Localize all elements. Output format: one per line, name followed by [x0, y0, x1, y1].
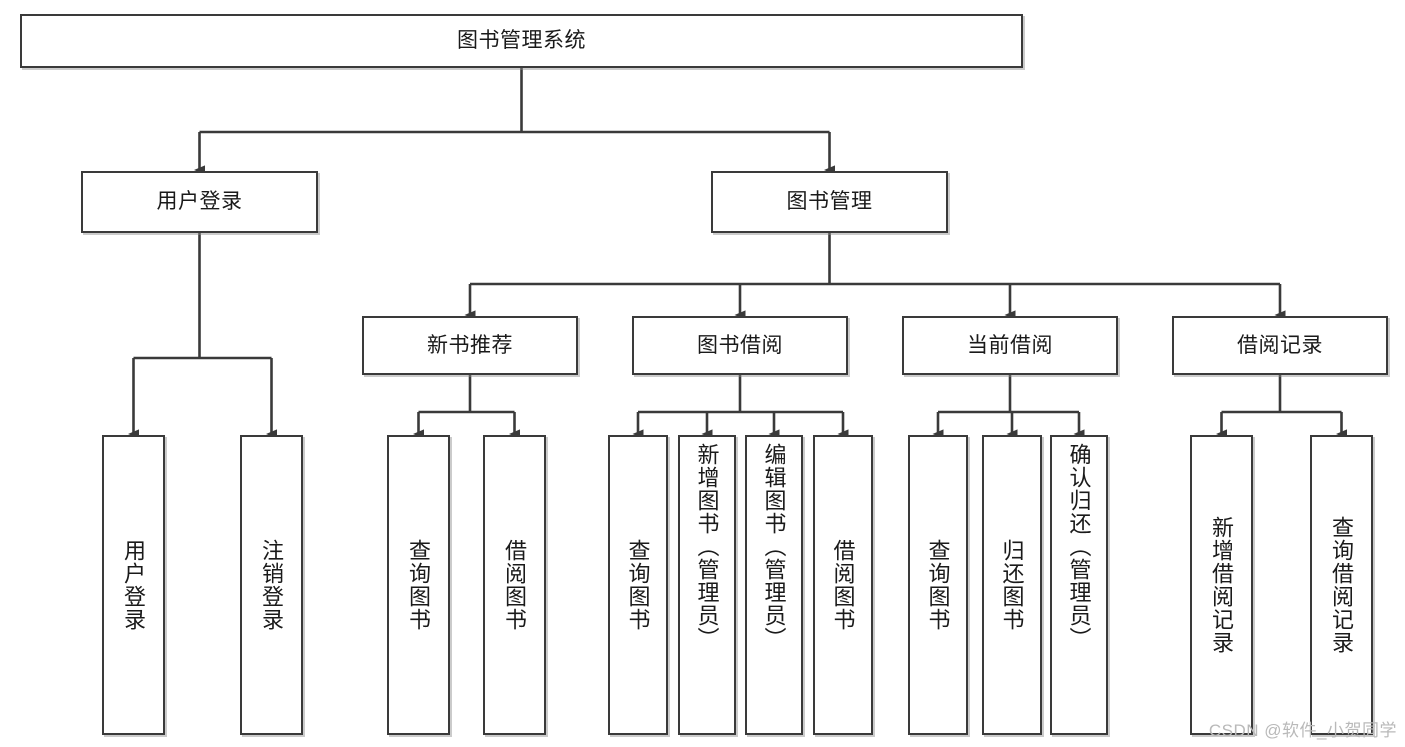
node-label: 图书管理系统	[457, 29, 586, 53]
node-label: 查询图书	[406, 539, 432, 631]
node-leaf-query-book-3[interactable]: 查询图书	[908, 435, 968, 735]
node-label: 编辑图书（管理员）	[761, 443, 787, 650]
node-leaf-query-book-1[interactable]: 查询图书	[387, 435, 450, 735]
node-leaf-add-record[interactable]: 新增借阅记录	[1190, 435, 1253, 735]
node-label: 用户登录	[121, 539, 147, 631]
node-leaf-add-book-admin[interactable]: 新增图书（管理员）	[678, 435, 736, 735]
node-leaf-query-record[interactable]: 查询借阅记录	[1310, 435, 1373, 735]
node-label: 借阅记录	[1237, 333, 1323, 357]
node-label: 图书管理	[786, 190, 873, 214]
node-leaf-borrow-book-1[interactable]: 借阅图书	[483, 435, 546, 735]
node-label: 当前借阅	[967, 333, 1053, 357]
node-user-login[interactable]: 用户登录	[81, 171, 318, 233]
node-label: 新增图书（管理员）	[694, 443, 720, 650]
node-label: 新书推荐	[427, 333, 513, 357]
node-leaf-user-login[interactable]: 用户登录	[102, 435, 165, 735]
node-book-borrow[interactable]: 图书借阅	[632, 316, 848, 375]
node-label: 查询图书	[925, 539, 951, 631]
node-leaf-query-book-2[interactable]: 查询图书	[608, 435, 668, 735]
csdn-watermark: CSDN @软件_小贺同学	[1208, 721, 1397, 740]
node-borrow-record[interactable]: 借阅记录	[1172, 316, 1388, 375]
node-new-book-rec[interactable]: 新书推荐	[362, 316, 578, 375]
node-leaf-logout[interactable]: 注销登录	[240, 435, 303, 735]
node-label: 归还图书	[999, 539, 1025, 631]
node-leaf-confirm-return-admin[interactable]: 确认归还（管理员）	[1050, 435, 1108, 735]
node-label: 确认归还（管理员）	[1066, 443, 1092, 650]
node-label: 新增借阅记录	[1209, 516, 1235, 654]
node-leaf-borrow-book-2[interactable]: 借阅图书	[813, 435, 873, 735]
node-leaf-return-book[interactable]: 归还图书	[982, 435, 1042, 735]
node-label: 注销登录	[259, 539, 285, 631]
node-label: 图书借阅	[697, 333, 783, 357]
node-current-borrow[interactable]: 当前借阅	[902, 316, 1118, 375]
node-label: 查询借阅记录	[1329, 516, 1355, 654]
node-label: 借阅图书	[830, 539, 856, 631]
node-label: 用户登录	[156, 190, 243, 214]
node-label: 查询图书	[625, 539, 651, 631]
node-book-manage[interactable]: 图书管理	[711, 171, 948, 233]
node-label: 借阅图书	[502, 539, 528, 631]
node-leaf-edit-book-admin[interactable]: 编辑图书（管理员）	[745, 435, 803, 735]
node-root[interactable]: 图书管理系统	[20, 14, 1023, 68]
